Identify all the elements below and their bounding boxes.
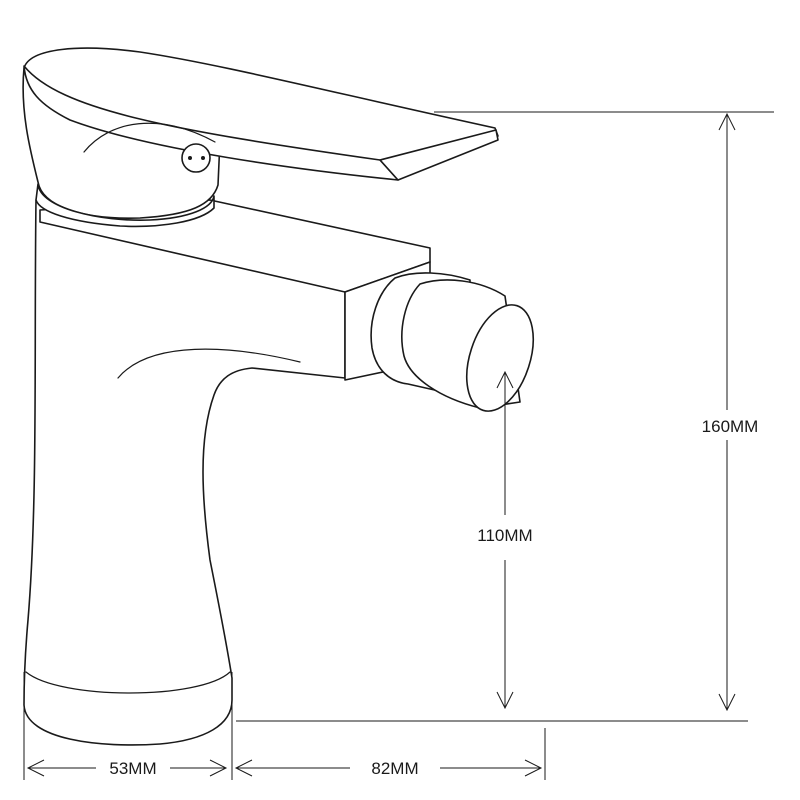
dimension-labels: 160MM 110MM 53MM 82MM (109, 417, 758, 778)
lever-tip (379, 129, 499, 181)
arrow-left-icon (234, 759, 253, 777)
lever-blade (23, 65, 399, 181)
arrow-left-icon (26, 759, 45, 777)
handle-ring (35, 183, 215, 228)
handle-cap (22, 47, 499, 219)
arrow-right-icon (524, 759, 543, 777)
screw-dot-right (201, 156, 205, 160)
screw-dot-left (188, 156, 192, 160)
screw-icon (181, 143, 211, 173)
arrow-right-icon (209, 759, 228, 777)
arrow-down-icon (718, 693, 736, 712)
base-contour (25, 671, 231, 694)
label-total-height: 160MM (702, 417, 759, 436)
spout (39, 199, 535, 412)
arrow-down-icon (496, 691, 514, 710)
label-spout-reach: 82MM (371, 759, 418, 778)
lever-handle (22, 47, 499, 228)
faucet-body (23, 199, 346, 746)
arrow-up-icon (718, 112, 736, 131)
dimension-lines (23, 111, 774, 780)
label-base-width: 53MM (109, 759, 156, 778)
label-spout-height: 110MM (477, 526, 532, 545)
faucet-column (23, 199, 346, 746)
arrow-up-icon (496, 370, 514, 389)
column-curve (117, 348, 301, 379)
handle-curve (83, 122, 216, 153)
nozzle-outlet (465, 304, 535, 412)
